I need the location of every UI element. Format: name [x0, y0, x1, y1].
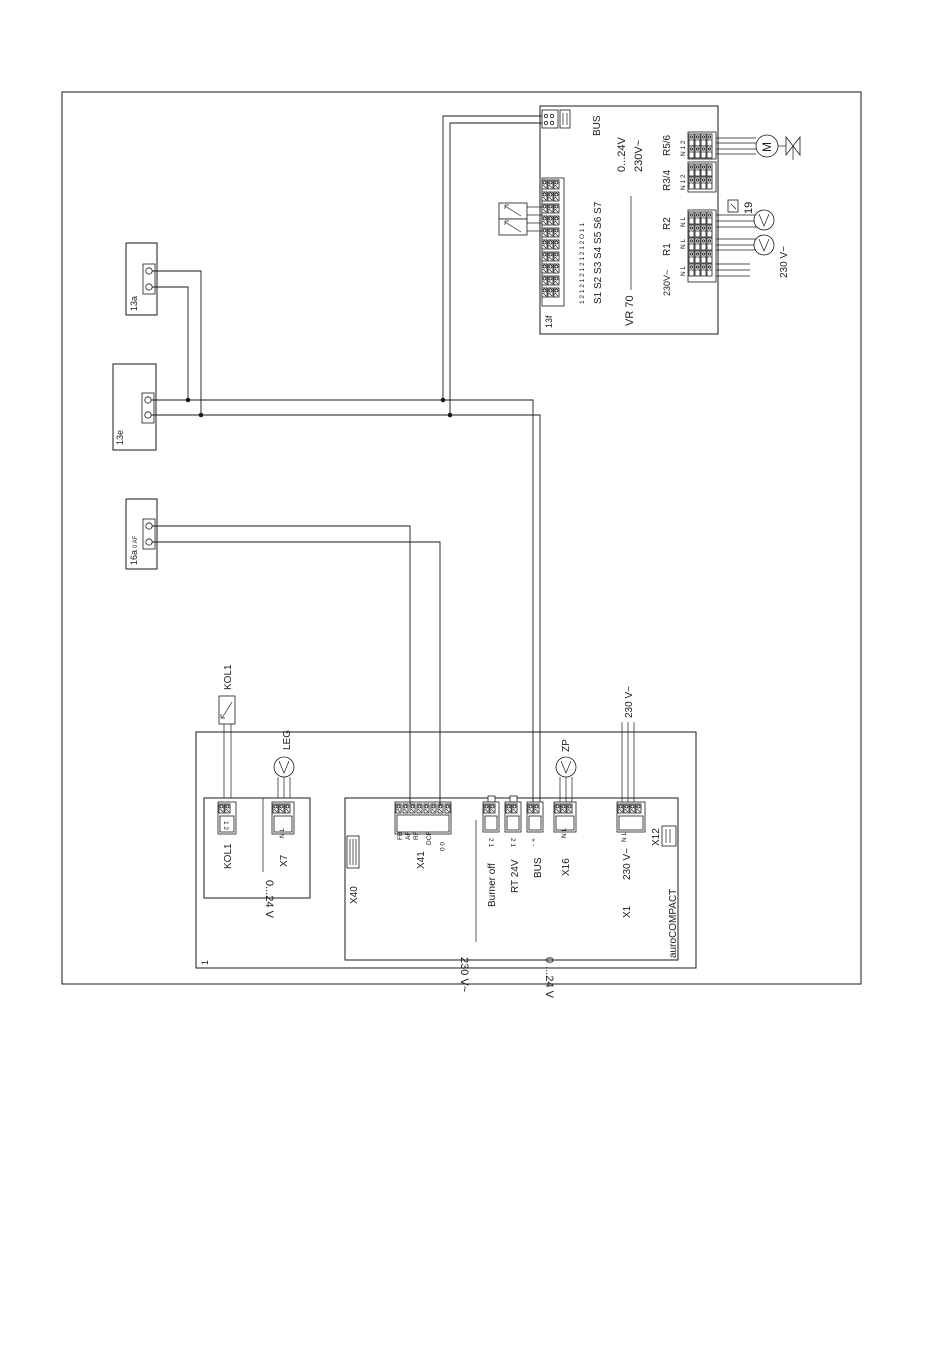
- kol1-sensor: [218, 695, 236, 725]
- vr70-bus-label: BUS: [592, 115, 603, 136]
- x1-pins: N L: [621, 832, 628, 843]
- vr70-r1-label: R1: [662, 243, 673, 256]
- kol1-sensor-label: KOL1: [223, 664, 234, 690]
- x41-pin-rf: RF: [413, 831, 420, 840]
- x41-pin-fb: FB: [397, 832, 404, 840]
- pump-r1-icon: [753, 234, 775, 256]
- low-section-label: 0 ...24 V: [543, 957, 555, 999]
- x1-voltage-label: 230 V~: [622, 848, 633, 880]
- kol1-conn-label: KOL1: [223, 843, 234, 869]
- x1-label: X1: [622, 905, 633, 918]
- motor-valve: M: [716, 134, 801, 160]
- burner-off-label: Burner off: [487, 863, 498, 907]
- unit-1-label: 1: [200, 960, 210, 965]
- rt24-label: RT 24V: [510, 859, 521, 893]
- zp-label: ZP: [561, 739, 572, 752]
- unit-16a: 16a 0 AF: [125, 498, 158, 570]
- unit-13a: 13a: [125, 242, 158, 316]
- rt-pins: 2 1: [509, 838, 516, 847]
- vr70-sensor-terminal-strip: [541, 177, 565, 307]
- unit-13a-label: 13a: [129, 296, 139, 311]
- bus-label: BUS: [533, 857, 544, 878]
- unit-13e-label: 13e: [115, 430, 125, 445]
- vr70-id: 13f: [544, 315, 554, 328]
- vr70-relay-r56: [687, 131, 717, 160]
- x12-label: X12: [651, 828, 662, 846]
- x41-connector: [394, 801, 452, 835]
- wires: [151, 115, 542, 806]
- x41-pin-dcf: DCF: [426, 832, 433, 845]
- vr70-bus-terminal: [541, 109, 559, 129]
- vr70-module: 13f VR 70 BUS 0...24V 230V~ S1 S2 S3 S4 …: [498, 105, 719, 335]
- x16-pins: N L: [561, 828, 568, 839]
- vr70-sensor-labels: S1 S2 S3 S4 S5 S6 S7: [593, 201, 604, 304]
- vr70-relay-r34: [687, 161, 717, 193]
- x7-label: X7: [279, 854, 290, 867]
- item-19-label: 19: [743, 202, 755, 214]
- pump-r2-icon: [753, 209, 775, 231]
- vr70-low-voltage: 0...24V: [616, 136, 628, 172]
- unit-16a-terminals: 0 AF: [133, 535, 139, 548]
- vr70-r56-pins: N 1 2: [680, 140, 687, 156]
- vr70-supply-label: 230 V~: [779, 246, 790, 278]
- kol1-conn-pins: 1 2: [222, 821, 229, 830]
- vr70-r2-pins: N L: [680, 217, 687, 228]
- bus-pins: + -: [529, 838, 536, 847]
- vr70-r34-pins: N 1 2: [680, 174, 687, 190]
- vr70-power-pins: N L: [680, 266, 687, 277]
- x41-pin-af: AF: [405, 832, 412, 840]
- vr70-mains-voltage: 230V~: [633, 140, 645, 172]
- mains-section-label: 230 V~: [458, 957, 470, 992]
- vr70-power-label: 230V~: [662, 270, 672, 296]
- zp-pump-icon: [555, 756, 577, 778]
- vr70-sensor-pins: 1 2 1 2 1 2 1 2 1 2 1 2 O 1 1: [579, 223, 586, 304]
- mains-in-label: 230 V~: [624, 686, 635, 718]
- unit-16a-label: 16a: [129, 550, 139, 565]
- x16-label: X16: [561, 858, 572, 876]
- vr70-r1-pins: N L: [680, 239, 687, 250]
- unit-13e: 13e: [112, 363, 157, 451]
- model-label: auroCOMPACT: [668, 889, 679, 958]
- x12-connector: [661, 825, 677, 847]
- pumps-r1-r2: 19: [716, 199, 775, 256]
- x41-zero-pins: 0 0: [438, 842, 445, 851]
- vr70-sensor-s5: [498, 218, 528, 236]
- vr70-relay-r1-r2-power: [687, 209, 717, 283]
- x7-pins: N L: [279, 828, 286, 839]
- leg-label: LEG: [282, 730, 293, 750]
- unit-1: 1 KOL1 LEG 0...24 V 1 2 KOL1 N L X7 230 …: [195, 664, 697, 999]
- left-voltage-label: 0...24 V: [263, 880, 275, 919]
- vr70-name: VR 70: [624, 295, 636, 326]
- vr70-r2-label: R2: [662, 217, 673, 230]
- x41-label: X41: [416, 851, 427, 869]
- motor-label: M: [760, 142, 774, 152]
- x40-label: X40: [349, 886, 360, 904]
- vr70-sensor-s6: [498, 202, 528, 220]
- burner-pins: 2 1: [487, 838, 494, 847]
- leg-pump-icon: [273, 756, 295, 778]
- vr70-r34-label: R3/4: [662, 169, 673, 191]
- vr70-r56-label: R5/6: [662, 134, 673, 156]
- vr70-supply: 230 V~: [716, 246, 790, 278]
